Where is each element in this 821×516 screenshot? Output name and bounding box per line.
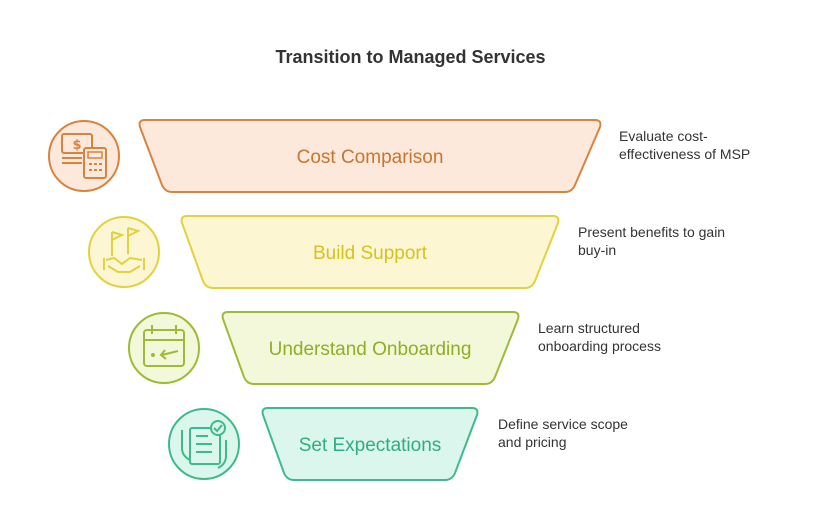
stage-label-2: Build Support [313, 243, 428, 264]
funnel-band-2 [180, 215, 560, 289]
svg-text:$: $ [72, 138, 81, 153]
stage-description-2: Present benefits to gain buy-in [578, 224, 726, 258]
funnel-band-3 [221, 311, 520, 385]
stage-label-4: Set Expectations [299, 435, 442, 456]
stage-label-3: Understand Onboarding [269, 339, 472, 360]
stage-set-expectations: Set Expectations [168, 407, 479, 481]
checklist-hand-icon [168, 408, 240, 480]
funnel-band-1 [138, 119, 602, 193]
calendar-arrow-icon [128, 312, 200, 384]
stage-description-4: Define service scope and pricing [498, 416, 628, 450]
stage-description-1: Evaluate cost- effectiveness of MSP [619, 128, 751, 162]
funnel-band-4 [261, 407, 479, 481]
diagram-title: Transition to Managed Services [275, 47, 546, 67]
stage-cost-comparison: Cost Comparison $ [48, 119, 602, 193]
stage-build-support: Build Support [88, 215, 560, 289]
handshake-flags-icon [88, 216, 160, 288]
stage-understand-onboarding: Understand Onboarding [128, 311, 520, 385]
stage-description-3: Learn structured onboarding process [538, 320, 661, 354]
money-calculator-icon: $ [48, 120, 120, 192]
stage-label-1: Cost Comparison [297, 147, 444, 168]
